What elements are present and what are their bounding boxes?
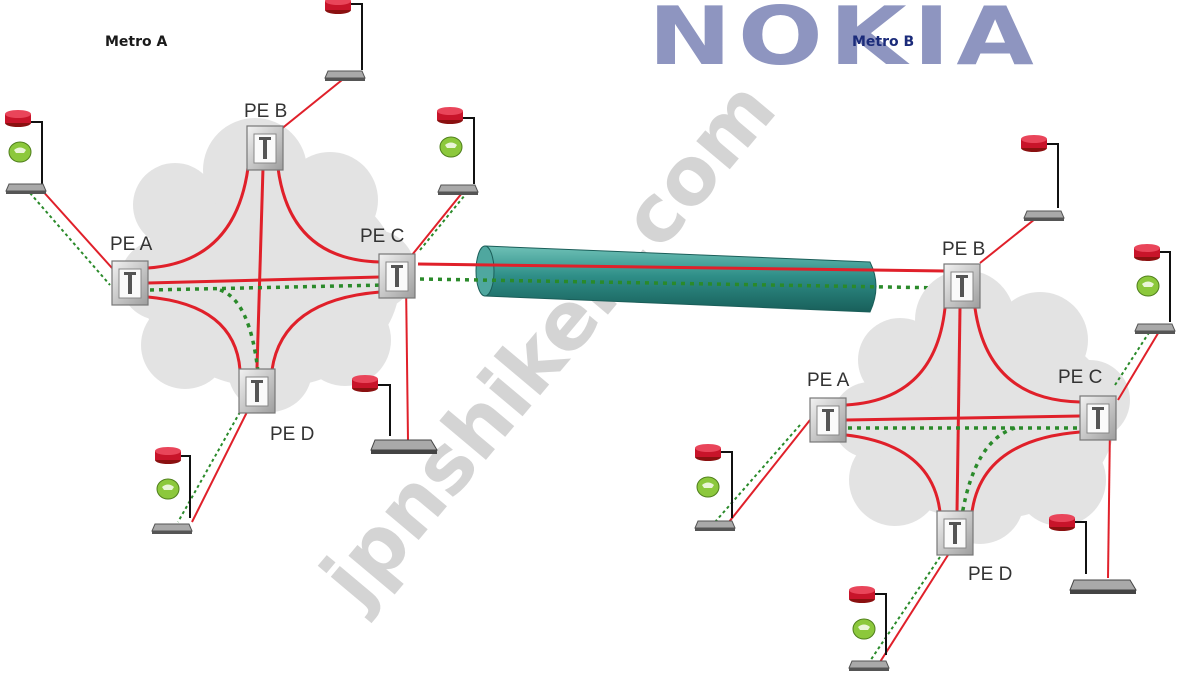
access-links-a (39, 79, 463, 523)
pe-d-node-b (936, 510, 974, 556)
red-router-icon (1134, 244, 1160, 261)
pe-b-label-b: PE B (942, 239, 985, 260)
green-phone-icon (156, 478, 180, 500)
ce-site-b-right (1134, 244, 1176, 335)
ce-site-a-bottom (151, 447, 193, 535)
pe-c-node-b (1079, 395, 1117, 441)
red-router-icon (849, 586, 875, 603)
red-router-icon (1049, 514, 1075, 531)
modem-icon (151, 523, 193, 535)
router-box-icon (378, 253, 416, 299)
router-box-icon (238, 368, 276, 414)
red-router-icon (1021, 135, 1047, 152)
ce-site-b-bottom (848, 586, 890, 672)
green-phone-icon (696, 476, 720, 498)
ce-site-b-left (694, 444, 736, 532)
pe-c-label-b: PE C (1058, 367, 1102, 388)
metro-b-title: Metro B (852, 34, 914, 50)
pe-a-node-a (111, 260, 149, 306)
router-box-icon (246, 125, 284, 171)
ce-site-a-left (5, 110, 47, 195)
nokia-logo: NOKIA (648, 0, 1040, 83)
green-phone-icon (439, 136, 463, 158)
green-phone-icon (8, 141, 32, 163)
ce-site-b-top (1021, 135, 1065, 222)
pseudowires-a (147, 167, 381, 371)
backup-path-b (848, 426, 1082, 516)
pe-a-node-b (809, 397, 847, 443)
modem-icon (1134, 323, 1176, 335)
red-router-icon (325, 0, 351, 14)
pe-b-node-b (943, 263, 981, 309)
pe-a-label-a: PE A (110, 234, 153, 255)
red-router-icon (155, 447, 181, 464)
ce-site-a-bottom-right (352, 375, 438, 455)
pe-d-label-a: PE D (270, 424, 314, 445)
pseudowires-b (845, 307, 1081, 513)
access-links-b (724, 214, 1161, 663)
metro-a: Metro A PE A PE B PE C PE D (5, 0, 479, 535)
metro-a-title: Metro A (105, 34, 168, 50)
modem-icon (437, 184, 479, 196)
modem-icon (1023, 210, 1065, 222)
pe-c-label-a: PE C (360, 226, 404, 247)
red-router-icon (695, 444, 721, 461)
modem-icon (324, 70, 366, 82)
pe-b-label-a: PE B (244, 101, 287, 122)
pe-b-node-a (246, 125, 284, 171)
pe-d-node-a (238, 368, 276, 414)
modem-icon (5, 183, 47, 195)
router-box-icon (111, 260, 149, 306)
red-router-icon (5, 110, 31, 127)
ce-site-a-right (437, 107, 479, 196)
ce-site-a-top (324, 0, 366, 82)
pe-d-label-b: PE D (968, 564, 1012, 585)
router-box-icon (943, 263, 981, 309)
router-box-icon (1079, 395, 1117, 441)
red-router-icon (352, 375, 378, 392)
backup-path-a (149, 283, 386, 373)
modem-icon (848, 660, 890, 672)
access-backup-b (714, 327, 1153, 665)
pe-c-node-a (378, 253, 416, 299)
pe-a-label-b: PE A (807, 370, 850, 391)
ce-site-b-bottom-right (1049, 514, 1137, 595)
green-phone-icon (852, 618, 876, 640)
access-backup-a (29, 192, 466, 523)
modem-icon (694, 520, 736, 532)
modem-icon (1069, 579, 1137, 595)
red-router-icon (437, 107, 463, 124)
green-phone-icon (1136, 275, 1160, 297)
modem-icon (370, 439, 438, 455)
router-box-icon (936, 510, 974, 556)
metro-b: PE A PE B PE C PE D (694, 135, 1176, 672)
inter-metro-tunnel (417, 245, 946, 313)
router-box-icon (809, 397, 847, 443)
